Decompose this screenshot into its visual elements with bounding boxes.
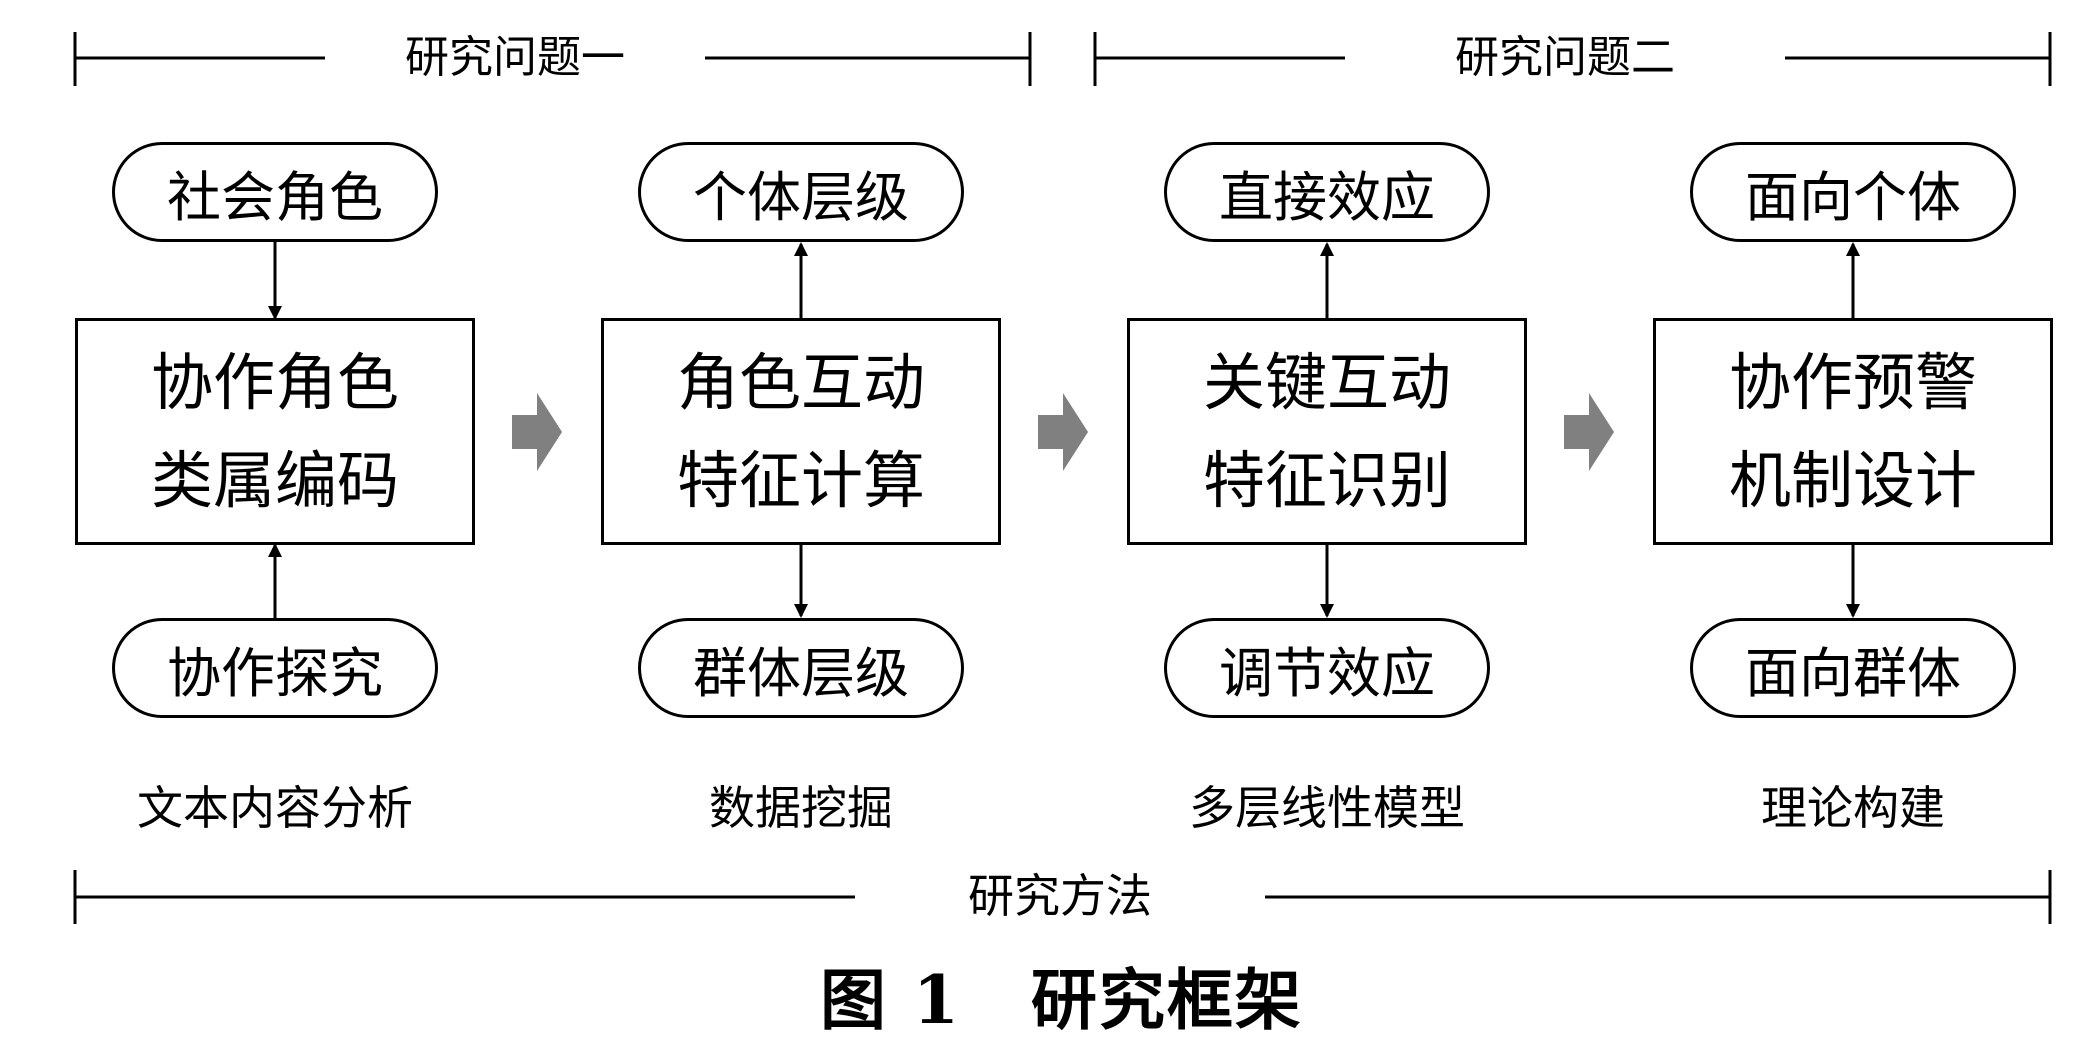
col3-box-line2: 特征识别	[1202, 443, 1451, 517]
flow-arrow-1-to-2	[512, 393, 562, 471]
research-question-1-label: 研究问题一	[325, 28, 705, 88]
col3-main-box: 关键互动 特征识别	[1127, 318, 1527, 545]
research-methods-label: 研究方法	[855, 866, 1265, 926]
col4-box-line2: 机制设计	[1728, 443, 1977, 517]
col1-box-line2: 类属编码	[150, 443, 399, 517]
col1-box-line1: 协作角色	[150, 345, 399, 419]
col4-bottom-node: 面向群体	[1690, 618, 2016, 718]
col2-top-node: 个体层级	[638, 142, 964, 242]
figure-title: 研究框架	[1030, 961, 1303, 1039]
col2-box-line1: 角色互动	[676, 345, 925, 419]
figure-number: 图 1	[820, 961, 961, 1039]
research-question-2-label: 研究问题二	[1345, 28, 1785, 88]
col1-method-label: 文本内容分析	[137, 781, 413, 835]
col3-top-node: 直接效应	[1164, 142, 1490, 242]
col2-main-box: 角色互动 特征计算	[601, 318, 1001, 545]
col4-top-node: 面向个体	[1690, 142, 2016, 242]
col3-box-line1: 关键互动	[1202, 345, 1451, 419]
flow-arrow-3-to-4	[1564, 393, 1614, 471]
col4-box-line1: 协作预警	[1728, 345, 1977, 419]
flow-arrow-2-to-3	[1038, 393, 1088, 471]
col4-main-box: 协作预警 机制设计	[1653, 318, 2053, 545]
col2-box-line2: 特征计算	[676, 443, 925, 517]
col3-method-label: 多层线性模型	[1189, 781, 1465, 835]
col1-bottom-node: 协作探究	[112, 618, 438, 718]
col4-method-label: 理论构建	[1761, 781, 1945, 835]
col2-bottom-node: 群体层级	[638, 618, 964, 718]
col1-top-node: 社会角色	[112, 142, 438, 242]
figure-caption: 图 1 研究框架	[820, 960, 1340, 1040]
col1-main-box: 协作角色 类属编码	[75, 318, 475, 545]
col3-bottom-node: 调节效应	[1164, 618, 1490, 718]
col2-method-label: 数据挖掘	[709, 781, 893, 835]
